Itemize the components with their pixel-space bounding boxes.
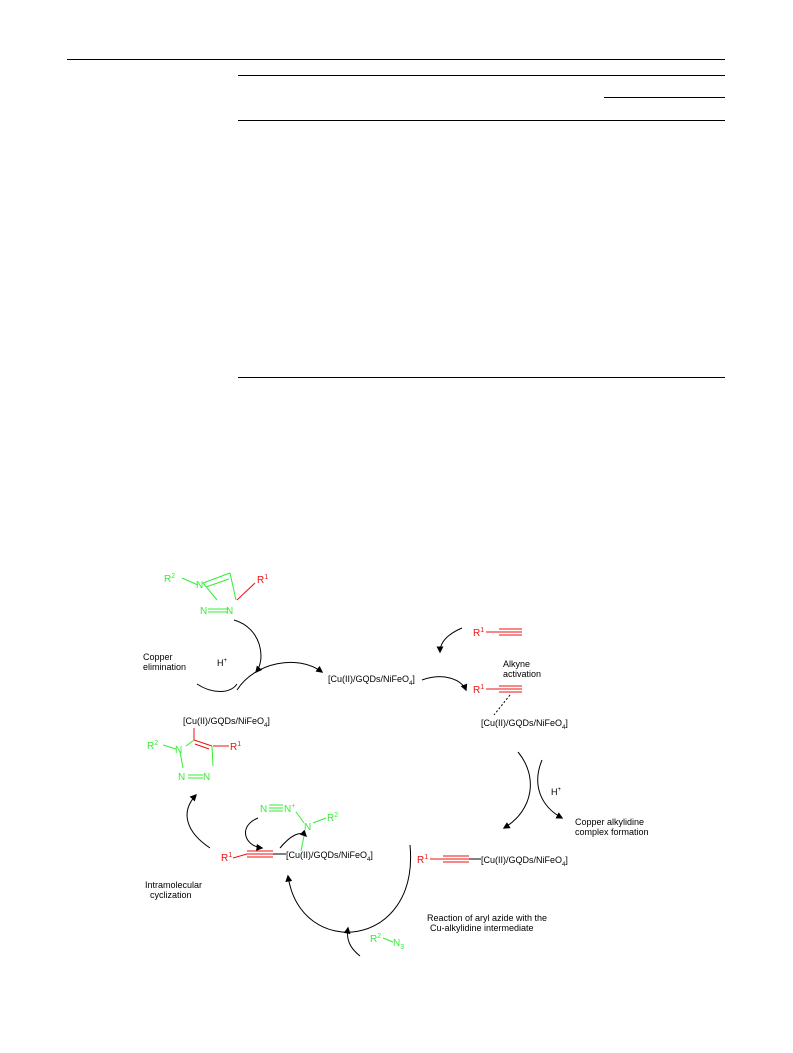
- n-r2-bond: [312, 817, 327, 824]
- atom-label-r2: R2: [370, 933, 381, 945]
- aryl-azide-reagent: R2 N3: [370, 933, 404, 951]
- atom-label-n3: N3: [393, 938, 404, 951]
- atom-label-n-terminal: N: [260, 804, 267, 815]
- triazole-bond: [194, 743, 210, 750]
- arrow-catalyst-release: [196, 683, 238, 692]
- n-r2-bond: [181, 577, 199, 586]
- n-r2-bond: [162, 744, 177, 750]
- label-copper-elimination-1: Copper: [143, 652, 173, 662]
- triazole-bond: [211, 745, 214, 767]
- atom-label-r2: R2: [164, 573, 175, 585]
- atom-label-n1: N: [175, 745, 182, 756]
- triazole-bond: [229, 572, 237, 601]
- arrow-activation: [421, 676, 468, 692]
- label-h-plus-right: H+: [551, 787, 562, 797]
- copper-acetylide-right: R1 [Cu(II)/GQDs/NiFeO4]: [417, 854, 568, 868]
- triazole-bond: [202, 572, 231, 584]
- atom-label-n3: N: [226, 606, 233, 617]
- alkyne-single-bond: [232, 853, 248, 859]
- label-cyclization-1: Intramolecular: [145, 880, 202, 890]
- atom-label-r1: R1: [417, 854, 428, 866]
- catalyst-label-complex: [Cu(II)/GQDs/NiFeO4]: [481, 718, 568, 731]
- atom-label-n2: N: [178, 772, 185, 783]
- label-h-plus-left: H+: [217, 658, 228, 668]
- table-header-rule: [238, 120, 725, 121]
- r2-n3-bond: [382, 937, 394, 943]
- catalyst-label-acetylide-left: [Cu(II)/GQDs/NiFeO4]: [286, 850, 373, 863]
- catalyst-label-center: [Cu(II)/GQDs/NiFeO4]: [328, 674, 415, 687]
- atom-label-n3: N: [203, 772, 210, 783]
- label-cyclization-2: cyclization: [150, 890, 192, 900]
- atom-label-r1: R1: [473, 684, 484, 696]
- arrow-proton-loss: [233, 619, 263, 674]
- alkyne-catalyst-complex: R1 [Cu(II)/GQDs/NiFeO4]: [473, 684, 568, 731]
- atom-label-n1: N: [196, 580, 203, 591]
- azide-bond: [295, 811, 305, 824]
- triazole-bond: [185, 739, 195, 747]
- azide-acetylide-complex: N N+ N R2 R1 [Cu(II)/GQDs/NiFeO4]: [221, 803, 373, 864]
- triazole-bond: [205, 578, 230, 588]
- atom-label-n-substituted: N: [304, 822, 311, 833]
- triazole-bond: [202, 582, 218, 601]
- arrow-alkyne-in: [436, 627, 463, 654]
- table-subheader-rule: [604, 97, 725, 98]
- product-triazole: R2 N N N R1: [164, 572, 268, 617]
- atom-label-r1: R1: [221, 852, 232, 864]
- label-azide-reaction-2: Cu-alkylidine intermediate: [430, 923, 534, 933]
- label-copper-elimination-2: elimination: [143, 662, 186, 672]
- arrow-azide-in: [343, 926, 361, 957]
- triazole-bond: [193, 739, 213, 747]
- atom-label-r1: R1: [473, 627, 484, 639]
- arrow-azide-cycle: [285, 844, 412, 933]
- label-complex-formation-2: complex formation: [575, 827, 649, 837]
- table-bottom-rule: [238, 377, 725, 378]
- atom-label-r1: R1: [230, 741, 241, 753]
- table-top-rule: [238, 75, 725, 76]
- arrow-electron-push-1: [245, 817, 264, 851]
- header-rule: [67, 59, 725, 60]
- atom-label-r2: R2: [327, 812, 338, 824]
- cu-triazolide-intermediate: [Cu(II)/GQDs/NiFeO4] R2 N N N R1: [147, 716, 270, 783]
- label-complex-formation-1: Copper alkylidine: [575, 817, 644, 827]
- atom-label-n2: N: [200, 606, 207, 617]
- atom-label-r1: R1: [257, 574, 268, 586]
- atom-label-n-central: N+: [284, 803, 295, 815]
- catalyst-label-acetylide-right: [Cu(II)/GQDs/NiFeO4]: [481, 855, 568, 868]
- label-azide-reaction-1: Reaction of aryl azide with the: [427, 913, 547, 923]
- arrow-complex-formation: [502, 751, 531, 829]
- atom-label-r2: R2: [147, 740, 158, 752]
- c-r1-bond: [236, 582, 256, 601]
- label-alkyne-activation-2: activation: [503, 669, 541, 679]
- arrow-cyclization: [186, 793, 211, 849]
- arrow-proton-release: [537, 759, 564, 819]
- pi-coordination-bond: [493, 694, 511, 716]
- label-alkyne-activation-1: Alkyne: [503, 659, 530, 669]
- triazole-bond: [179, 751, 184, 769]
- arrow-electron-push-2: [279, 829, 307, 849]
- arrow-to-catalyst: [236, 661, 324, 691]
- alkyne-reagent: R1: [473, 627, 522, 639]
- catalyst-label-triazolide: [Cu(II)/GQDs/NiFeO4]: [183, 716, 270, 729]
